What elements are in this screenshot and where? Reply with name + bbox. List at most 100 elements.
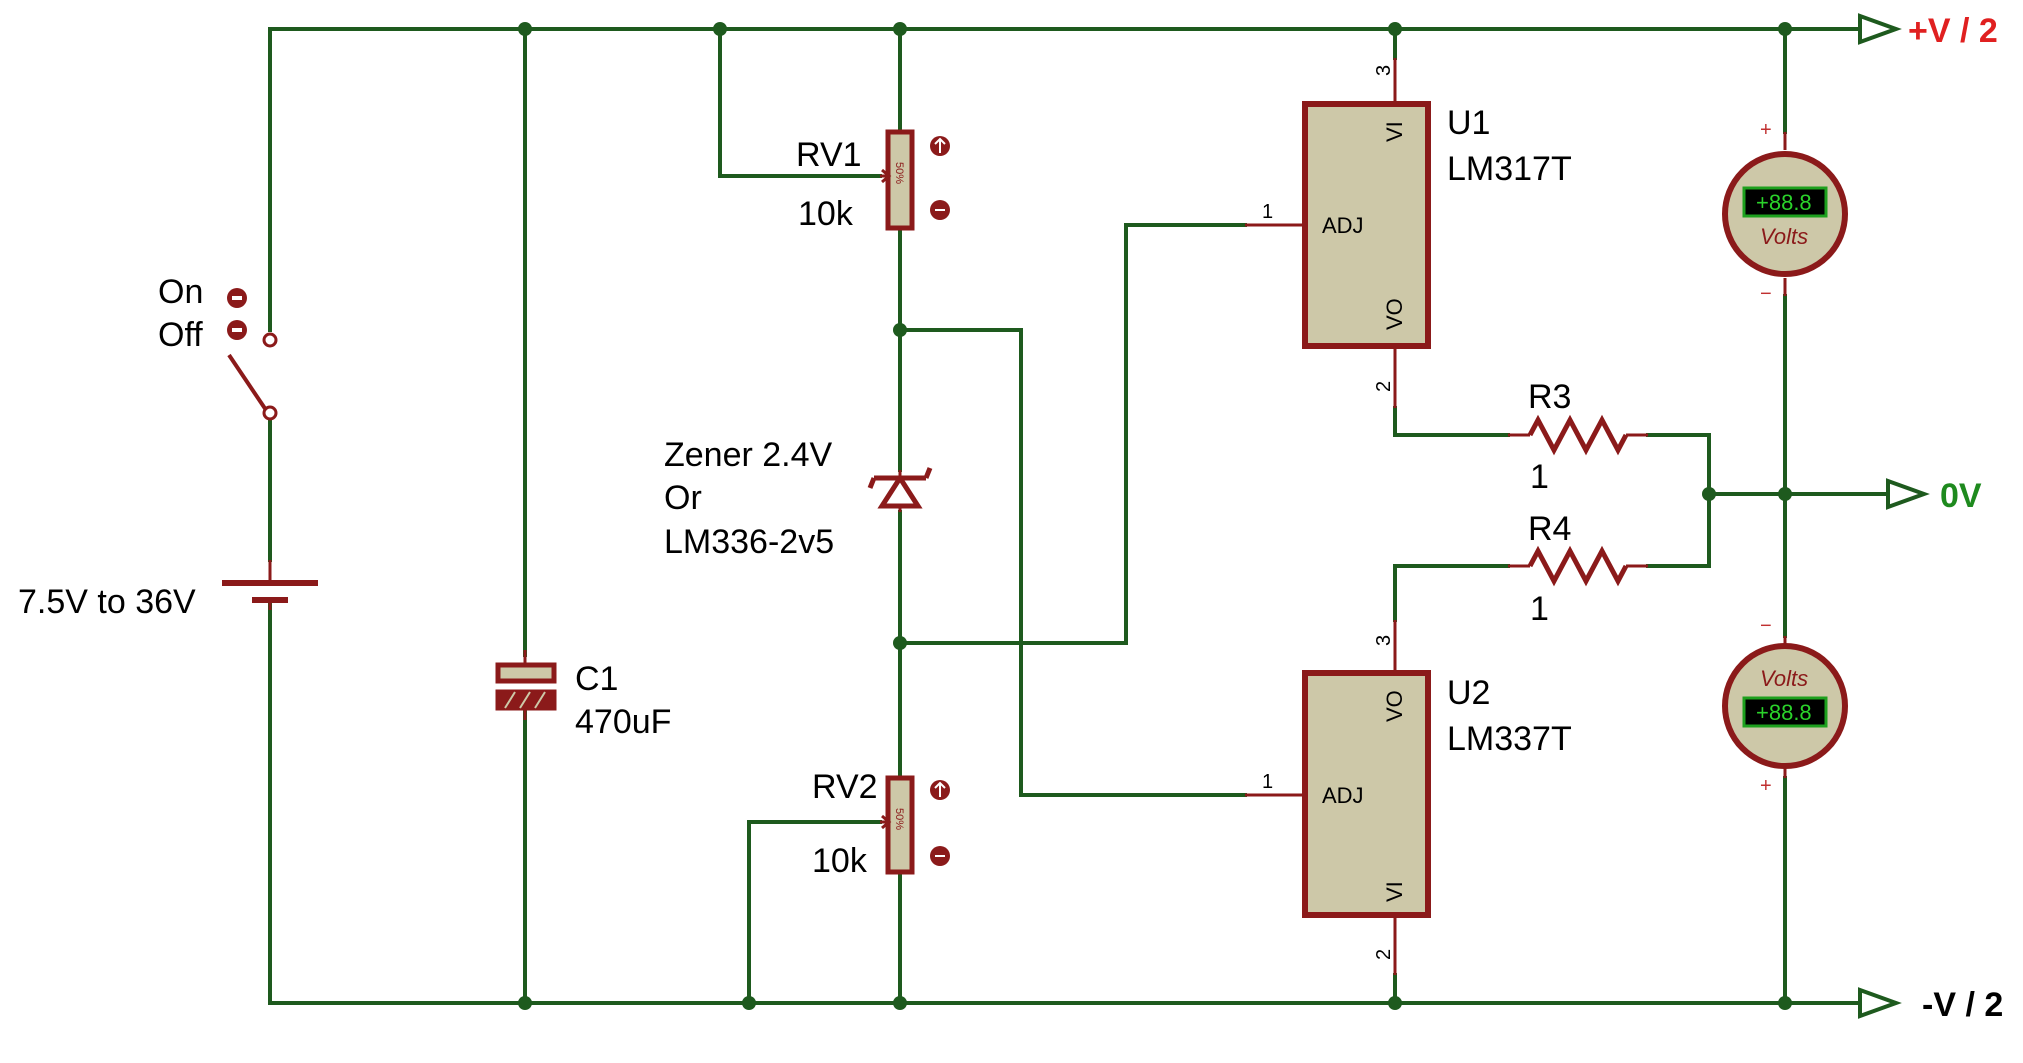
u2-body xyxy=(1302,670,1431,918)
rv1-wiper-wire xyxy=(718,27,882,178)
voltmeter-bottom-reading: +88.8 xyxy=(1756,700,1812,725)
u1-pin-adj-label: ADJ xyxy=(1322,213,1364,238)
rv1-setting-label: 50% xyxy=(893,162,905,184)
on-off-switch[interactable]: On Off xyxy=(158,273,278,421)
resistor-r3: R3 1 xyxy=(1508,378,1648,496)
r4-zigzag-icon xyxy=(1527,545,1629,587)
voltmeter-bottom-display xyxy=(1742,696,1828,728)
zener-triangle-icon xyxy=(877,473,923,509)
voltmeter-bottom-unit: Volts xyxy=(1760,666,1808,691)
terminal-neg: -V / 2 xyxy=(1858,986,2003,1024)
junction-dot xyxy=(742,996,756,1010)
zener-bar-icon xyxy=(867,467,933,489)
u1-part-label: LM317T xyxy=(1447,150,1572,188)
rv2-wiper-arrow-icon xyxy=(880,814,892,830)
u2-adj-wire xyxy=(898,328,1247,797)
u2-pin2-num: 2 xyxy=(1373,949,1395,960)
u2-pin-vi-label: VI xyxy=(1382,881,1407,902)
rv2-value-label: 10k xyxy=(812,842,868,880)
rv2-setting-label: 50% xyxy=(893,808,905,830)
voltmeter-top-plus: + xyxy=(1760,119,1772,141)
potentiometer-rv2[interactable]: 50% RV2 10k xyxy=(812,768,950,880)
switch-contact-icon xyxy=(262,332,278,348)
rv1-value-label: 10k xyxy=(798,195,854,233)
u2-ref-label: U2 xyxy=(1447,674,1490,712)
switch-off-label: Off xyxy=(158,316,203,354)
potentiometer-rv1[interactable]: 50% RV1 10k xyxy=(796,129,950,233)
junction-dot xyxy=(893,636,907,650)
junction-dot xyxy=(1702,487,1716,501)
u2-pin-adj-label: ADJ xyxy=(1322,783,1364,808)
rv1-ref-label: RV1 xyxy=(796,136,862,174)
terminal-pos-label: +V / 2 xyxy=(1908,12,1998,50)
battery: 7.5V to 36V xyxy=(18,560,318,621)
junction-dot xyxy=(713,22,727,36)
rv1-body-icon xyxy=(885,129,915,231)
terminal-zero-label: 0V xyxy=(1940,477,1982,515)
u1-vo-wire xyxy=(1393,406,1510,437)
junction-dot xyxy=(893,22,907,36)
regulator-u1: 3 1 2 VI ADJ VO U1 LM317T xyxy=(1245,58,1572,408)
rv1-wiper-arrow-icon xyxy=(880,168,892,184)
junction-dot xyxy=(1388,996,1402,1010)
voltmeter-top-unit: Volts xyxy=(1760,224,1808,249)
r4-ref-label: R4 xyxy=(1528,510,1571,548)
u1-pin3-num: 3 xyxy=(1373,65,1395,76)
voltmeter-bottom: Volts +88.8 − + xyxy=(1722,615,1848,797)
u1-ref-label: U1 xyxy=(1447,104,1490,142)
u1-pin1-num: 1 xyxy=(1262,201,1273,223)
c1-value-label: 470uF xyxy=(575,703,671,741)
u2-pin3-num: 3 xyxy=(1373,635,1395,646)
voltmeter-bottom-plus: + xyxy=(1760,775,1772,797)
junction-dot xyxy=(893,996,907,1010)
c1-ref-label: C1 xyxy=(575,660,618,698)
r3-out-wire xyxy=(1646,433,1711,568)
zener-label-line2: Or xyxy=(664,479,702,517)
battery-label: 7.5V to 36V xyxy=(18,583,196,621)
terminal-neg-label: -V / 2 xyxy=(1922,986,2003,1024)
junction-dot xyxy=(893,323,907,337)
r3-value-label: 1 xyxy=(1530,458,1549,496)
junction-dot xyxy=(1778,996,1792,1010)
r4-value-label: 1 xyxy=(1530,590,1549,628)
voltmeter-top-minus: − xyxy=(1760,283,1772,305)
junction-dot xyxy=(518,22,532,36)
wires xyxy=(268,27,1890,1005)
voltmeter-top: +88.8 Volts + − xyxy=(1722,119,1848,305)
zener-diode: Zener 2.4V Or LM336-2v5 xyxy=(664,436,933,561)
u1-pin-vo-label: VO xyxy=(1382,298,1407,330)
u2-pin1-num: 1 xyxy=(1262,771,1273,793)
voltmeter-bottom-minus: − xyxy=(1760,615,1772,637)
junction-dot xyxy=(1388,22,1402,36)
junction-dot xyxy=(1778,22,1792,36)
zener-label-line3: LM336-2v5 xyxy=(664,523,834,561)
terminal-pos: +V / 2 xyxy=(1858,12,1998,50)
junction-dot xyxy=(518,996,532,1010)
u2-pin-vo-label: VO xyxy=(1382,690,1407,722)
junction-dot xyxy=(1778,487,1792,501)
resistor-r4: R4 1 xyxy=(1508,510,1648,628)
voltmeter-top-reading: +88.8 xyxy=(1756,190,1812,215)
u1-body xyxy=(1302,101,1431,349)
u2-part-label: LM337T xyxy=(1447,720,1572,758)
regulator-u2: 3 1 2 VO ADJ VI U2 LM337T xyxy=(1245,620,1572,975)
zener-label-line1: Zener 2.4V xyxy=(664,436,833,474)
switch-on-label: On xyxy=(158,273,203,311)
rv2-wiper-wire xyxy=(747,820,882,1005)
u1-pin2-num: 2 xyxy=(1373,381,1395,392)
u1-adj-wire xyxy=(898,223,1247,645)
r3-ref-label: R3 xyxy=(1528,378,1571,416)
rv2-ref-label: RV2 xyxy=(812,768,878,806)
terminal-zero: 0V xyxy=(1886,477,1982,515)
u1-pin-vi-label: VI xyxy=(1382,121,1407,142)
capacitor-plate-icon xyxy=(495,662,557,684)
u2-vo-wire xyxy=(1393,564,1510,622)
capacitor-c1: C1 470uF xyxy=(495,650,671,741)
voltmeter-top-display xyxy=(1742,186,1828,218)
rv2-body-icon xyxy=(885,775,915,875)
switch-contact-icon xyxy=(262,405,278,421)
junctions xyxy=(518,22,1792,1010)
switch-lever-icon xyxy=(227,353,268,412)
r3-zigzag-icon xyxy=(1527,414,1629,456)
